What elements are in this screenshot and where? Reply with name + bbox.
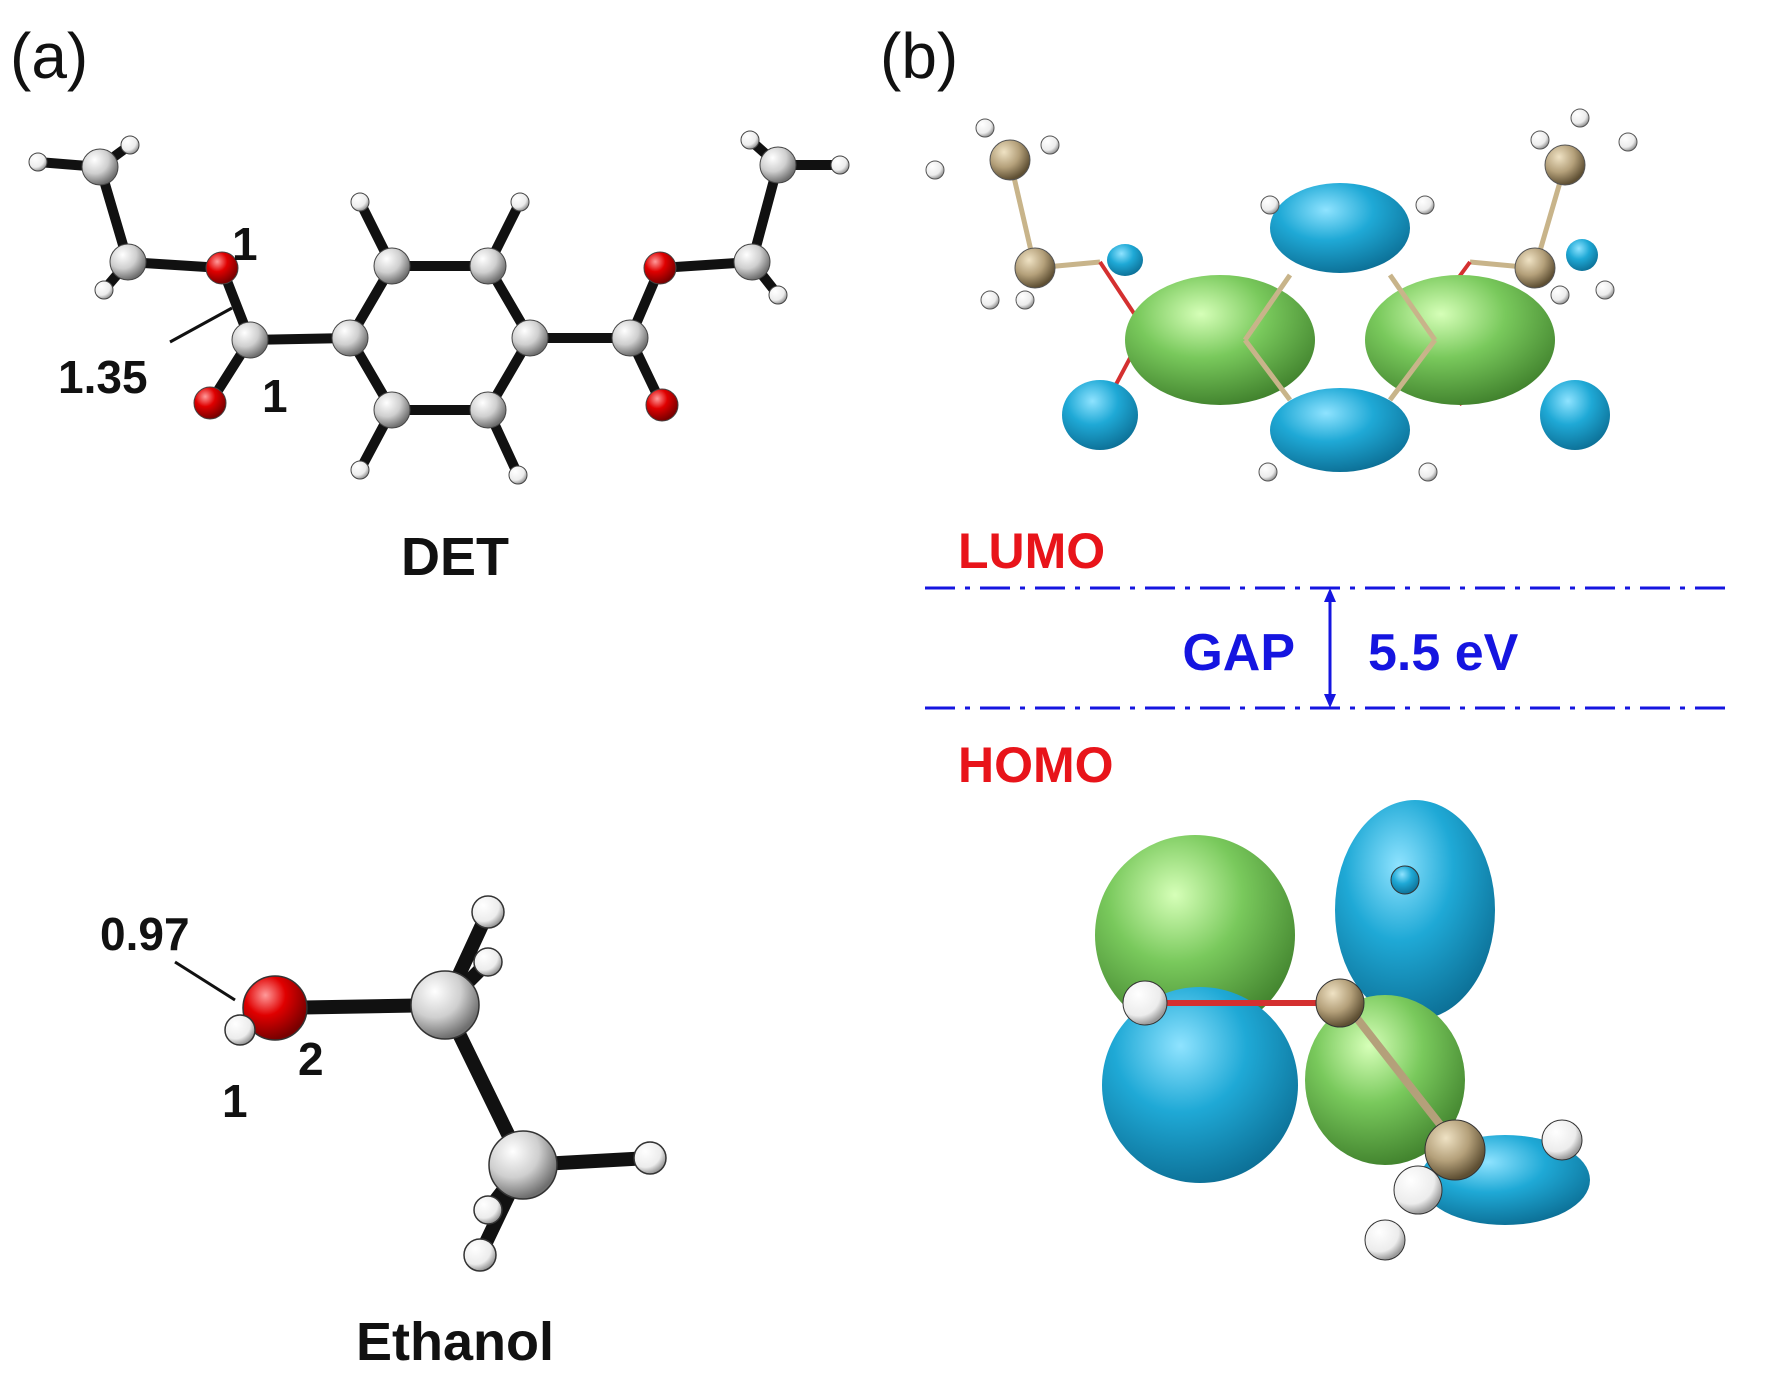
det-bond-pointer xyxy=(169,306,233,344)
lumo-hydrogen-atom xyxy=(1418,462,1438,482)
lumo-hydrogen-atom xyxy=(925,160,945,180)
panel-a-label: (a) xyxy=(10,20,88,92)
lumo-carbon-atom xyxy=(989,139,1031,181)
det-carbon-atom xyxy=(511,319,549,357)
homo-hydrogen-atom xyxy=(1390,865,1420,895)
det-carbon-atom xyxy=(469,391,507,429)
homo-hydrogen-atom xyxy=(1541,1119,1583,1161)
ethanol-hydrogen-atom xyxy=(224,1014,256,1046)
det-carbon-atom xyxy=(733,243,771,281)
lumo-carbon-atom xyxy=(1544,144,1586,186)
homo-carbon-atom xyxy=(1424,1119,1486,1181)
ethanol-hydrogen-atom xyxy=(473,947,503,977)
lumo-orbital-lobe xyxy=(1107,244,1143,276)
ethanol-oxygen-atom xyxy=(242,975,308,1041)
lumo-carbon-atom xyxy=(1514,247,1556,289)
gap-arrow-head-down xyxy=(1324,694,1336,708)
gap-value: 5.5 eV xyxy=(1368,624,1519,682)
det-carbon-atom xyxy=(611,319,649,357)
det-carbon-atom xyxy=(231,321,269,359)
ethanol-title: Ethanol xyxy=(356,1312,554,1372)
det-hydrogen-atom xyxy=(768,285,788,305)
det-carbon-charge-label: 1 xyxy=(262,370,288,422)
det-oxygen-atom xyxy=(205,251,239,285)
det-molecule: 1 1.35 1 DET xyxy=(28,130,850,587)
lumo-orbital-lobe xyxy=(1062,380,1138,450)
lumo-hydrogen-atom xyxy=(1015,290,1035,310)
det-carbon-atom xyxy=(331,319,369,357)
det-bond-length-label: 1.35 xyxy=(58,351,148,403)
det-bonds xyxy=(33,135,845,480)
det-carbon-atom xyxy=(469,247,507,285)
lumo-orbital-diagram xyxy=(925,108,1638,482)
lumo-hydrogen-atom xyxy=(1415,195,1435,215)
det-hydrogen-atom xyxy=(350,192,370,212)
det-oxygen-atom xyxy=(643,251,677,285)
lumo-hydrogen-atom xyxy=(975,118,995,138)
lumo-orbital-lobe xyxy=(1125,275,1315,405)
homo-orbital-diagram xyxy=(1095,800,1590,1261)
ethanol-oxygen-charge-label: 2 xyxy=(298,1033,324,1085)
lumo-orbital-lobe xyxy=(1270,388,1410,472)
homo-hydrogen-atom xyxy=(1393,1165,1443,1215)
lumo-hydrogen-atom xyxy=(1258,462,1278,482)
det-title: DET xyxy=(401,527,509,587)
lumo-hydrogen-atom xyxy=(1550,285,1570,305)
ethanol-carbon-atom xyxy=(488,1130,558,1200)
det-oxygen-atom xyxy=(645,388,679,422)
det-oxygen-atom xyxy=(193,386,227,420)
det-hydrogen-atom xyxy=(510,192,530,212)
lumo-orbital-lobe xyxy=(1365,275,1555,405)
gap-arrow-head-up xyxy=(1324,588,1336,602)
ethanol-molecule: 0.97 1 2 Ethanol xyxy=(100,895,667,1372)
lumo-label: LUMO xyxy=(958,523,1105,579)
det-carbon-atom xyxy=(373,391,411,429)
det-hydrogen-atom xyxy=(120,135,140,155)
det-carbon-atom xyxy=(373,247,411,285)
lumo-hydrogen-atom xyxy=(1040,135,1060,155)
homo-orbital-lobe xyxy=(1305,995,1465,1165)
lumo-hydrogen-atom xyxy=(1530,130,1550,150)
homo-carbon-atom xyxy=(1315,978,1365,1028)
panel-b-label: (b) xyxy=(880,20,958,92)
ethanol-bond-pointer xyxy=(174,960,236,1002)
lumo-hydrogen-atom xyxy=(1595,280,1615,300)
lumo-hydrogen-atom xyxy=(1618,132,1638,152)
ethanol-bond-length-label: 0.97 xyxy=(100,908,190,960)
ethanol-hydrogen-charge-label: 1 xyxy=(222,1075,248,1127)
det-carbon-atom xyxy=(81,148,119,186)
lumo-hydrogen-atom xyxy=(1570,108,1590,128)
homo-label: HOMO xyxy=(958,737,1114,793)
lumo-ring-bonds xyxy=(1242,273,1438,402)
energy-level-diagram: LUMO GAP 5.5 eV HOMO xyxy=(925,523,1735,793)
gap-label: GAP xyxy=(1182,624,1295,682)
ethanol-hydrogen-atom xyxy=(463,1238,497,1272)
det-oxygen-charge-label: 1 xyxy=(232,218,258,270)
det-hydrogen-atom xyxy=(94,280,114,300)
homo-hydrogen-atom xyxy=(1122,980,1168,1026)
lumo-carbon-atom xyxy=(1014,247,1056,289)
det-carbon-atom xyxy=(759,146,797,184)
lumo-orbital-lobe xyxy=(1566,239,1598,271)
det-hydrogen-atom xyxy=(508,465,528,485)
ethanol-hydrogen-atom xyxy=(473,1195,503,1225)
homo-orbital-lobe xyxy=(1102,987,1298,1183)
det-hydrogen-atom xyxy=(350,460,370,480)
det-hydrogen-atom xyxy=(830,155,850,175)
ethanol-hydrogen-atom xyxy=(633,1141,667,1175)
lumo-hydrogen-atom xyxy=(1260,195,1280,215)
homo-hydrogen-atom xyxy=(1364,1219,1406,1261)
ethanol-hydrogen-atom xyxy=(471,895,505,929)
lumo-orbital-lobe xyxy=(1540,380,1610,450)
homo-orbital-lobe xyxy=(1335,800,1495,1020)
det-hydrogen-atom xyxy=(740,130,760,150)
lumo-hydrogen-atom xyxy=(980,290,1000,310)
det-carbon-atom xyxy=(109,243,147,281)
det-hydrogen-atom xyxy=(28,152,48,172)
lumo-orbital-lobe xyxy=(1270,183,1410,273)
ethanol-carbon-atom xyxy=(410,970,480,1040)
